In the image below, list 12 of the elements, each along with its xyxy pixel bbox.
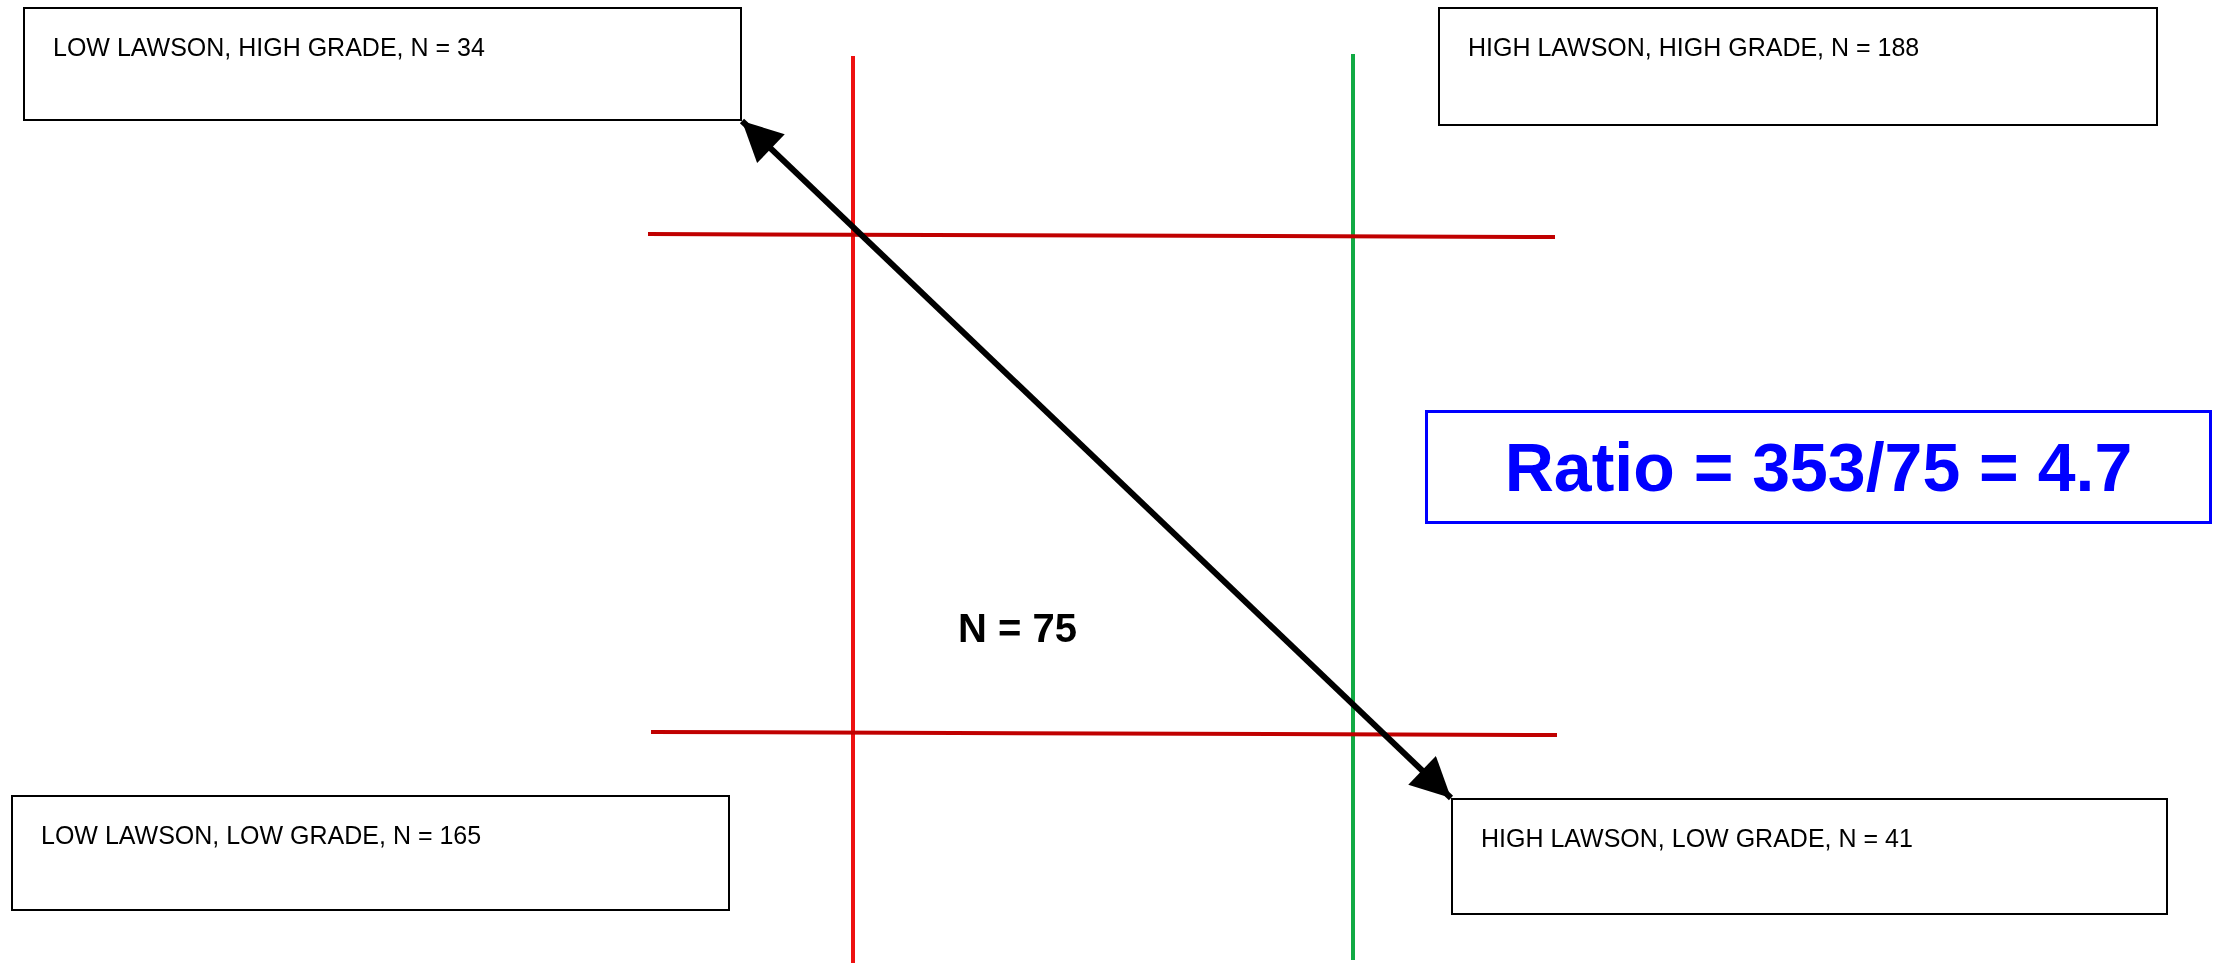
group-box [11, 795, 730, 911]
group-box [1438, 7, 2158, 126]
group-box [1451, 798, 2168, 915]
group-label: LOW LAWSON, LOW GRADE, N = 165 [41, 820, 482, 851]
group-label: LOW LAWSON, HIGH GRADE, N = 34 [53, 32, 485, 63]
group-label: HIGH LAWSON, LOW GRADE, N = 41 [1481, 823, 1913, 854]
ratio-text: Ratio = 353/75 = 4.7 [1504, 433, 2133, 501]
double-headed-arrow [739, 118, 1454, 801]
ratio-box [1425, 410, 2212, 524]
group-box [23, 7, 742, 121]
count-label: N = 75 [958, 605, 1077, 652]
group-label: HIGH LAWSON, HIGH GRADE, N = 188 [1468, 32, 1920, 63]
